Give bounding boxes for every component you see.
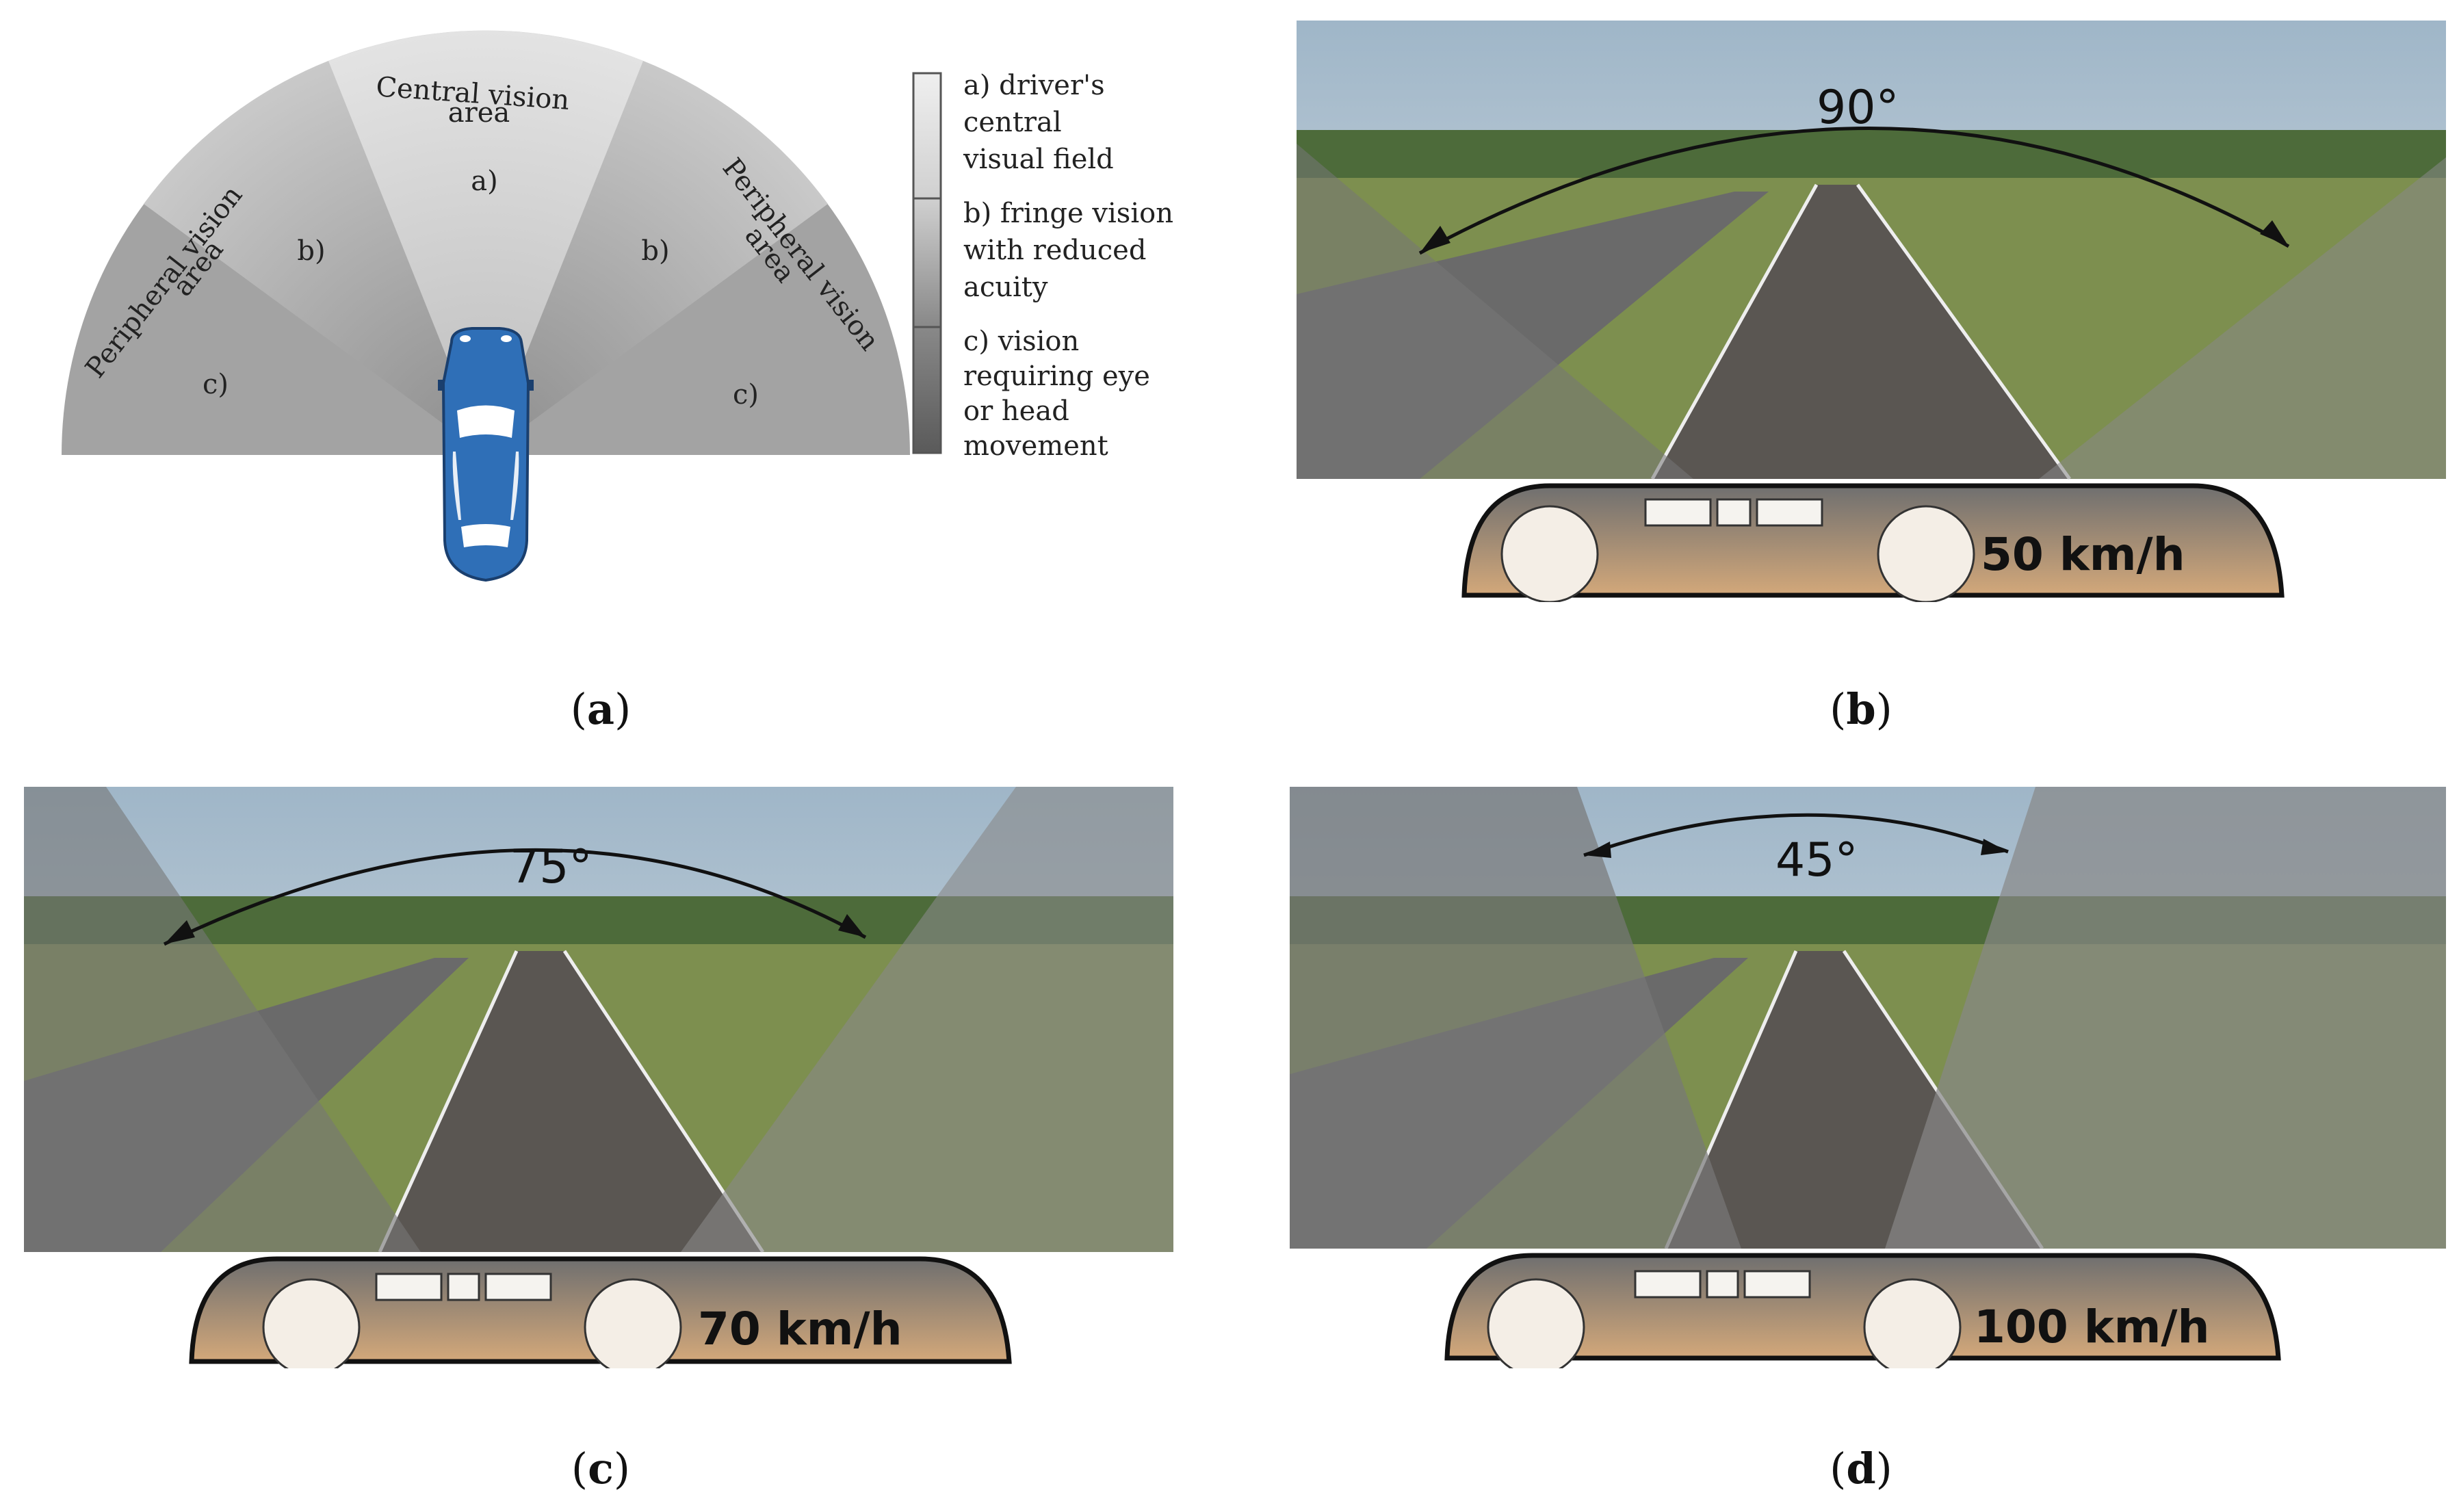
panel-c-75-degree-view: 75° 70 km/h (24, 787, 1173, 1377)
angle-label-c: 75° (510, 840, 593, 894)
road-view-d: 45° 100 km/h (1290, 787, 2446, 1377)
caption-a: (a) (570, 684, 632, 734)
road-view-b: 90° 50 km/h (1297, 21, 2446, 603)
central-label-a: a) (471, 166, 497, 197)
legend-a-line-1: a) driver's (963, 70, 1105, 101)
legend-b-line-3: acuity (963, 272, 1048, 303)
speed-label-c: 70 km/h (698, 1303, 902, 1355)
panel-a-vision-diagram: Central vision area a) Peripheral vision… (0, 0, 1232, 657)
caption-b: (b) (1830, 684, 1892, 734)
speed-label-d: 100 km/h (1974, 1301, 2210, 1353)
angle-label-b: 90° (1817, 81, 1899, 135)
legend-gradient-bar (912, 72, 942, 454)
right-label-c: c) (733, 379, 759, 410)
legend-c-line-1: c) vision (963, 326, 1079, 357)
legend-b: b) fringe vision with reduced acuity (963, 198, 1173, 303)
legend-b-line-2: with reduced (963, 235, 1146, 266)
left-label-c: c) (203, 369, 229, 400)
road-view-c: 75° 70 km/h (24, 787, 1173, 1377)
legend-c: c) vision requiring eye or head movement (963, 326, 1150, 462)
legend-a: a) driver's central visual field (963, 70, 1114, 175)
right-label-b: b) (641, 235, 669, 267)
car-top-view-icon (438, 327, 534, 582)
legend-a-line-2: central (963, 107, 1062, 138)
panel-b-90-degree-view: 90° 50 km/h (1297, 21, 2446, 603)
left-label-b: b) (297, 235, 325, 267)
central-vision-title-2: area (448, 97, 510, 129)
legend-b-line-1: b) fringe vision (963, 198, 1173, 229)
legend-a-line-3: visual field (963, 144, 1114, 175)
speed-label-b: 50 km/h (1981, 528, 2185, 581)
legend-c-line-4: movement (963, 430, 1108, 462)
caption-c: (c) (571, 1444, 631, 1494)
caption-d: (d) (1830, 1444, 1892, 1494)
angle-label-d: 45° (1775, 833, 1858, 887)
central-zone-a (328, 30, 643, 455)
legend-c-line-2: requiring eye (963, 361, 1150, 392)
vision-fan-diagram: Central vision area a) Peripheral vision… (62, 30, 1173, 582)
panel-d-45-degree-view: 45° 100 km/h (1290, 787, 2446, 1377)
legend-c-line-3: or head (963, 395, 1069, 427)
